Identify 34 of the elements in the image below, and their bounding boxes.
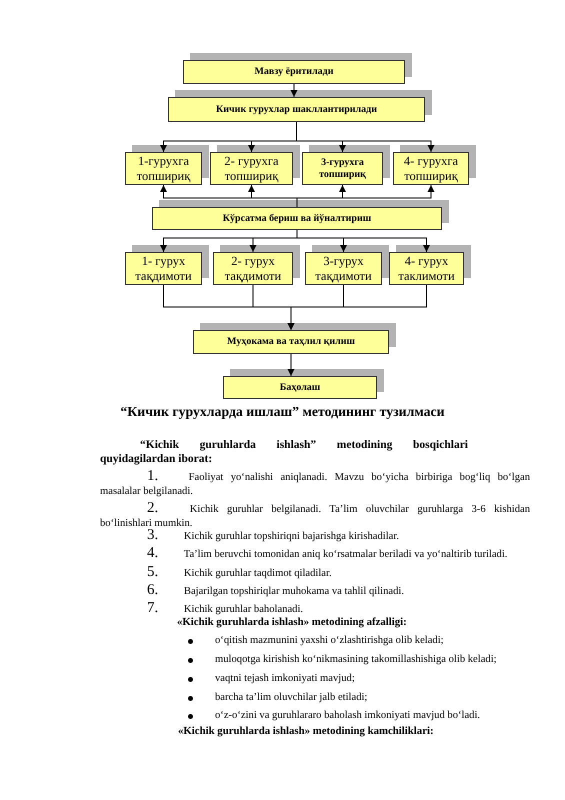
arrow: [296, 230, 430, 252]
process-box: 2- гурух тақдимоти: [213, 245, 300, 285]
list-item-text: 5. Kichik guruhlar taqdimot qiladilar.: [147, 565, 332, 581]
process-box: Баҳолаш: [223, 369, 384, 399]
list-item-text: 3. Kichik guruhlar topshiriqni bajarishga kirishadilar.: [147, 528, 399, 544]
process-box: 1-гурухга топшириқ: [125, 145, 209, 185]
section-heading: «Kichik guruhlarda ishlash» metodining kamchiliklari:: [178, 724, 434, 738]
bullet-item-text: muloqotga kirishish ko‘nikmasining takomillashishiga olib keladi;: [215, 653, 497, 667]
list-item-text: 1. Faoliyat yo‘nalishi aniqlanadi. Mavzu bo‘yicha birbiriga bog‘liq bo‘lgan masalalar belgilanadi.: [100, 469, 530, 499]
process-box: 4- гурух таклимоти: [389, 245, 471, 285]
list-item-text: 2. Kichik guruhlar belgilanadi. Ta’lim oluvchilar guruhlarga 3-6 kishidan bo‘linishlari mumkin.: [100, 501, 530, 529]
arrow: [296, 122, 434, 152]
section-heading: «Kichik guruhlarda ishlash» metodining afzalligi:: [177, 615, 407, 629]
list-item-text: 6. Bajarilgan topshiriqlar muhokama va tahlil qilinadi.: [147, 583, 404, 599]
list-item-text: 7. Kichik guruhlar baholanadi.: [147, 601, 304, 617]
list-item-text: 4. Ta’lim beruvchi tomonidan aniq ko‘rsatmalar beriladi va yo‘naltirib turiladi.: [147, 546, 508, 562]
process-box: Муҳокама ва таҳлил қилиш: [193, 323, 396, 354]
bullet-item-text: o‘qitish mazmunini yaxshi o‘zlashtirishga olib keladi;: [215, 634, 444, 648]
arrow: [290, 84, 298, 98]
process-box: 2- гурухга топшириқ: [210, 145, 300, 185]
bullet-item-text: o‘z-o‘zini va guruhlararo baholash imkoniyati mavjud bo‘ladi.: [215, 709, 480, 723]
bullet-item-text: barcha ta’lim oluvchilar jalb etiladi;: [215, 691, 368, 705]
bullet-item-text: vaqtni tejash imkoniyati mavjud;: [215, 672, 355, 686]
figure-caption: “Кичик гурухларда ишлаш” методининг тузилмаси: [120, 403, 445, 421]
arrow: [288, 354, 294, 376]
process-box: 3-гурух тақдимоти: [305, 245, 389, 285]
process-box: Кичик гурухлар шакллантирилади: [168, 90, 432, 122]
process-box: Мавзу ёритилади: [183, 53, 412, 84]
process-box: Кўрсатма бериш ва йўналтириш: [152, 200, 449, 230]
process-box: 4- гурухга топшириқ: [393, 145, 476, 185]
arrow: [288, 284, 427, 330]
process-box: 1- гурух тақдимоти: [125, 245, 209, 285]
process-box: 3-гурухга топшириқ: [302, 145, 390, 185]
section-heading: “Kichik guruhlarda ishlash” metodining bosqichlari quyidagilardan iborat:: [100, 438, 468, 466]
